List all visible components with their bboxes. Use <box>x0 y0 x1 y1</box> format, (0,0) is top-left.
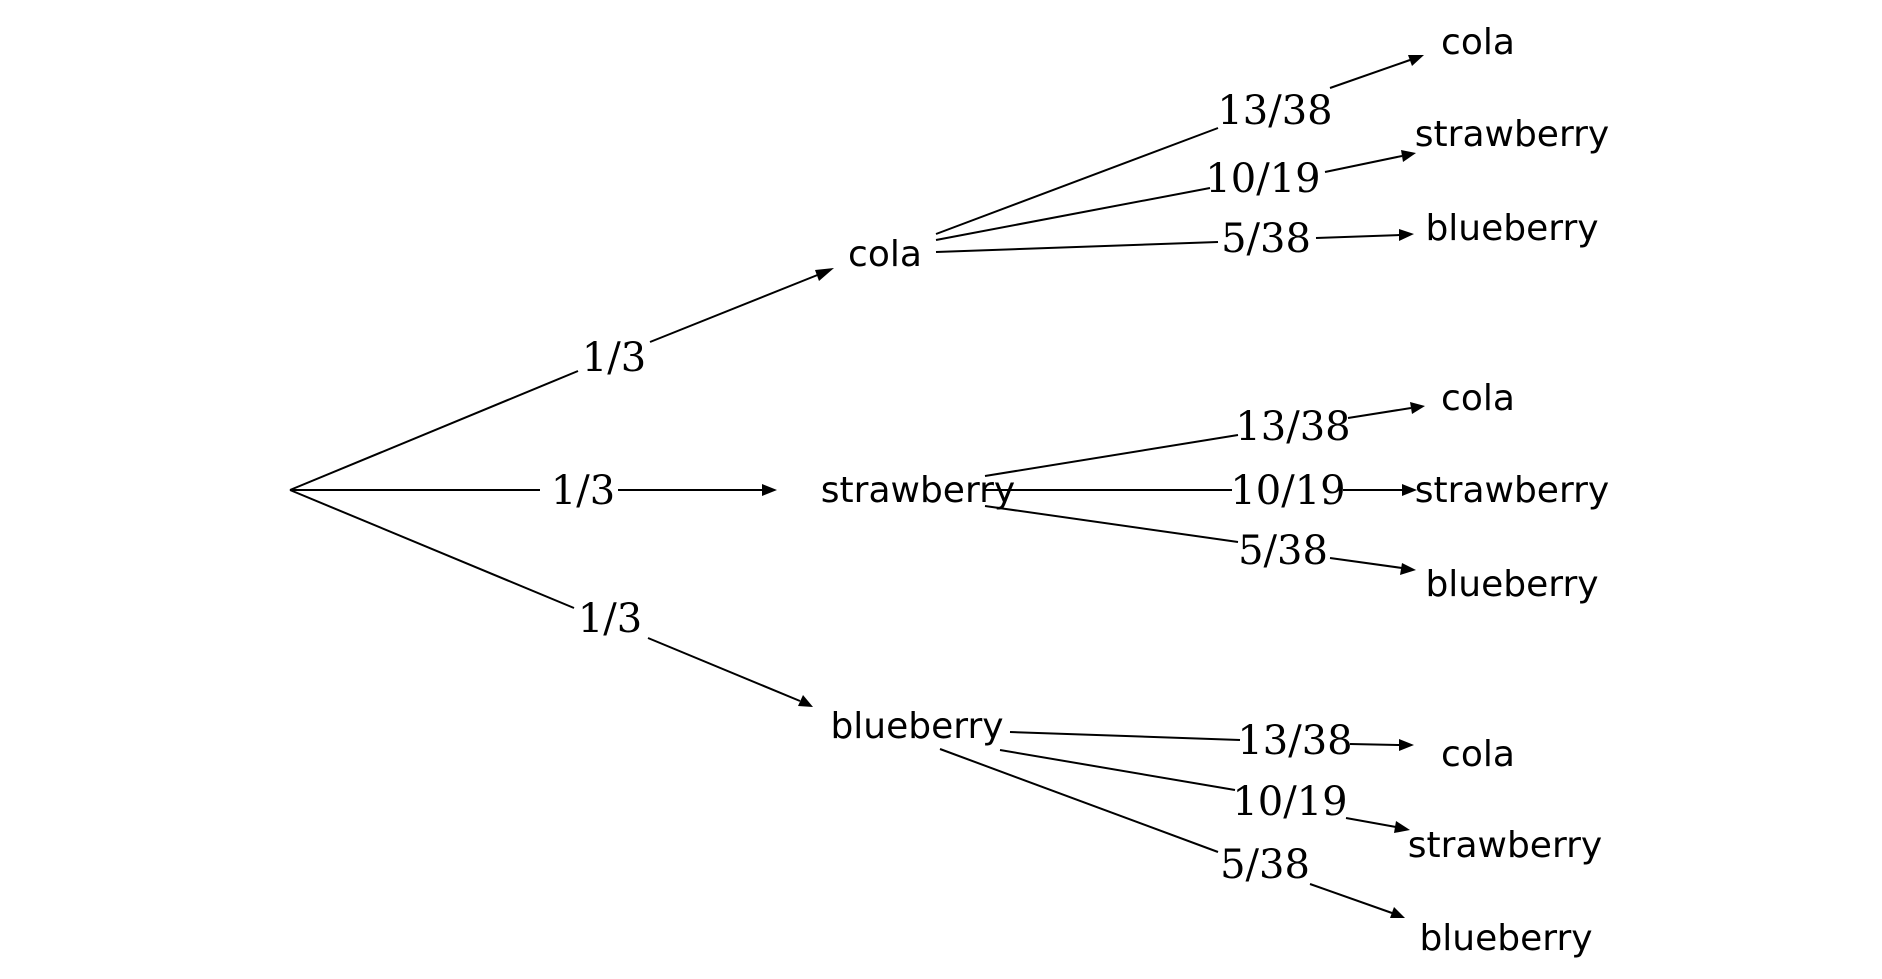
edge-probability-label: 13/38 <box>1217 88 1332 134</box>
edge-probability-label: 13/38 <box>1235 404 1350 450</box>
edge-probability-label: 5/38 <box>1221 216 1311 262</box>
leaf-cola-cola: cola <box>1441 22 1515 63</box>
edge-probability-label: 13/38 <box>1237 718 1352 764</box>
root-branch-cola: 1/3 <box>289 268 834 491</box>
cola-branch-blueberry: 5/38 <box>935 216 1414 262</box>
leaf-blueberry-blueberry: blueberry <box>1419 918 1592 959</box>
blueberry-branch-blueberry: 5/38 <box>939 748 1405 918</box>
edge-probability-label: 10/19 <box>1205 156 1320 202</box>
edge-probability-label: 5/38 <box>1220 842 1310 888</box>
leaf-strawberry-strawberry: strawberry <box>1415 470 1609 511</box>
strawberry-branch-blueberry: 5/38 <box>984 505 1416 575</box>
node-blueberry: blueberry <box>830 706 1003 747</box>
leaf-blueberry-strawberry: strawberry <box>1408 825 1602 866</box>
edge-probability-label: 10/19 <box>1230 468 1345 514</box>
leaf-strawberry-cola: cola <box>1441 378 1515 419</box>
leaf-cola-blueberry: blueberry <box>1425 208 1598 249</box>
strawberry-branch-cola: 13/38 <box>984 402 1425 477</box>
edge-probability-label: 1/3 <box>582 335 646 381</box>
edge-probability-label: 5/38 <box>1238 528 1328 574</box>
root-branch-blueberry: 1/3 <box>289 489 813 707</box>
blueberry-branch-cola: 13/38 <box>1009 718 1414 764</box>
leaf-strawberry-blueberry: blueberry <box>1425 564 1598 605</box>
edge-probability-label: 1/3 <box>551 468 615 514</box>
root-branch-strawberry: 1/3 <box>290 468 777 514</box>
leaf-blueberry-cola: cola <box>1441 734 1515 775</box>
blueberry-branch-strawberry: 10/19 <box>999 749 1410 833</box>
cola-branch-cola: 13/38 <box>935 55 1424 235</box>
node-strawberry: strawberry <box>821 470 1015 511</box>
cola-branch-strawberry: 10/19 <box>935 150 1416 241</box>
strawberry-branch-strawberry: 10/19 <box>985 468 1417 514</box>
edge-probability-label: 10/19 <box>1232 779 1347 825</box>
node-cola: cola <box>848 234 922 275</box>
leaf-cola-strawberry: strawberry <box>1415 114 1609 155</box>
edge-probability-label: 1/3 <box>578 596 642 642</box>
